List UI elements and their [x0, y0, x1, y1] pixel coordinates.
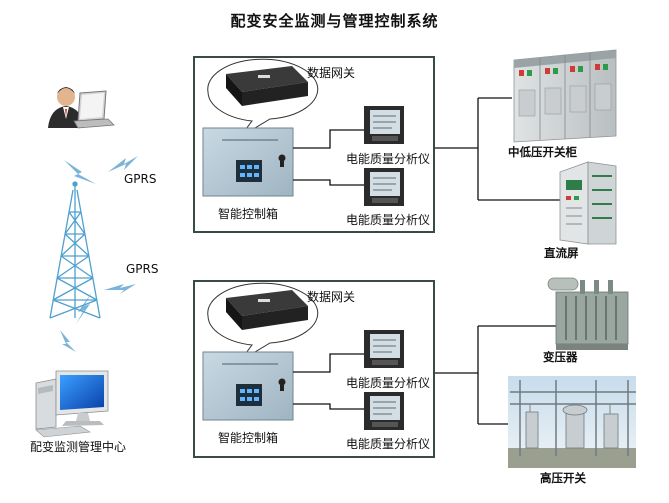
bottom-panel-devices [202, 282, 404, 430]
monitoring-center-label: 配变监测管理中心 [30, 440, 127, 454]
top-analyzer-label-2: 电能质量分析仪 [346, 213, 431, 227]
page-title: 配变安全监测与管理控制系统 [230, 12, 439, 30]
connection-lines [435, 97, 560, 425]
transformer-icon [547, 277, 629, 350]
top-panel-devices [202, 58, 404, 206]
bottom-controller-label: 智能控制箱 [218, 431, 279, 445]
switchgear-label: 中低压开关柜 [508, 145, 577, 159]
signal-tower-icon [49, 181, 101, 319]
wireless-signal-icon [60, 156, 138, 352]
high-voltage-switch-icon [508, 376, 636, 468]
transformer-label: 变压器 [543, 350, 578, 364]
bottom-gateway-label: 数据网关 [307, 290, 356, 304]
monitoring-center-computer-icon [35, 370, 109, 438]
top-gateway-label: 数据网关 [307, 66, 356, 80]
bottom-analyzer-label-1: 电能质量分析仪 [346, 376, 431, 390]
gprs-label-lower: GPRS [126, 262, 159, 276]
operator-icon [48, 87, 115, 129]
gprs-label-upper: GPRS [124, 172, 157, 186]
dc-panel-icon [559, 161, 617, 245]
switchgear-cabinet-icon [513, 49, 617, 143]
dc-panel-label: 直流屏 [544, 246, 579, 260]
hv-switch-label: 高压开关 [540, 471, 586, 485]
bottom-analyzer-label-2: 电能质量分析仪 [346, 437, 431, 451]
top-controller-label: 智能控制箱 [218, 207, 279, 221]
top-analyzer-label-1: 电能质量分析仪 [346, 152, 431, 166]
